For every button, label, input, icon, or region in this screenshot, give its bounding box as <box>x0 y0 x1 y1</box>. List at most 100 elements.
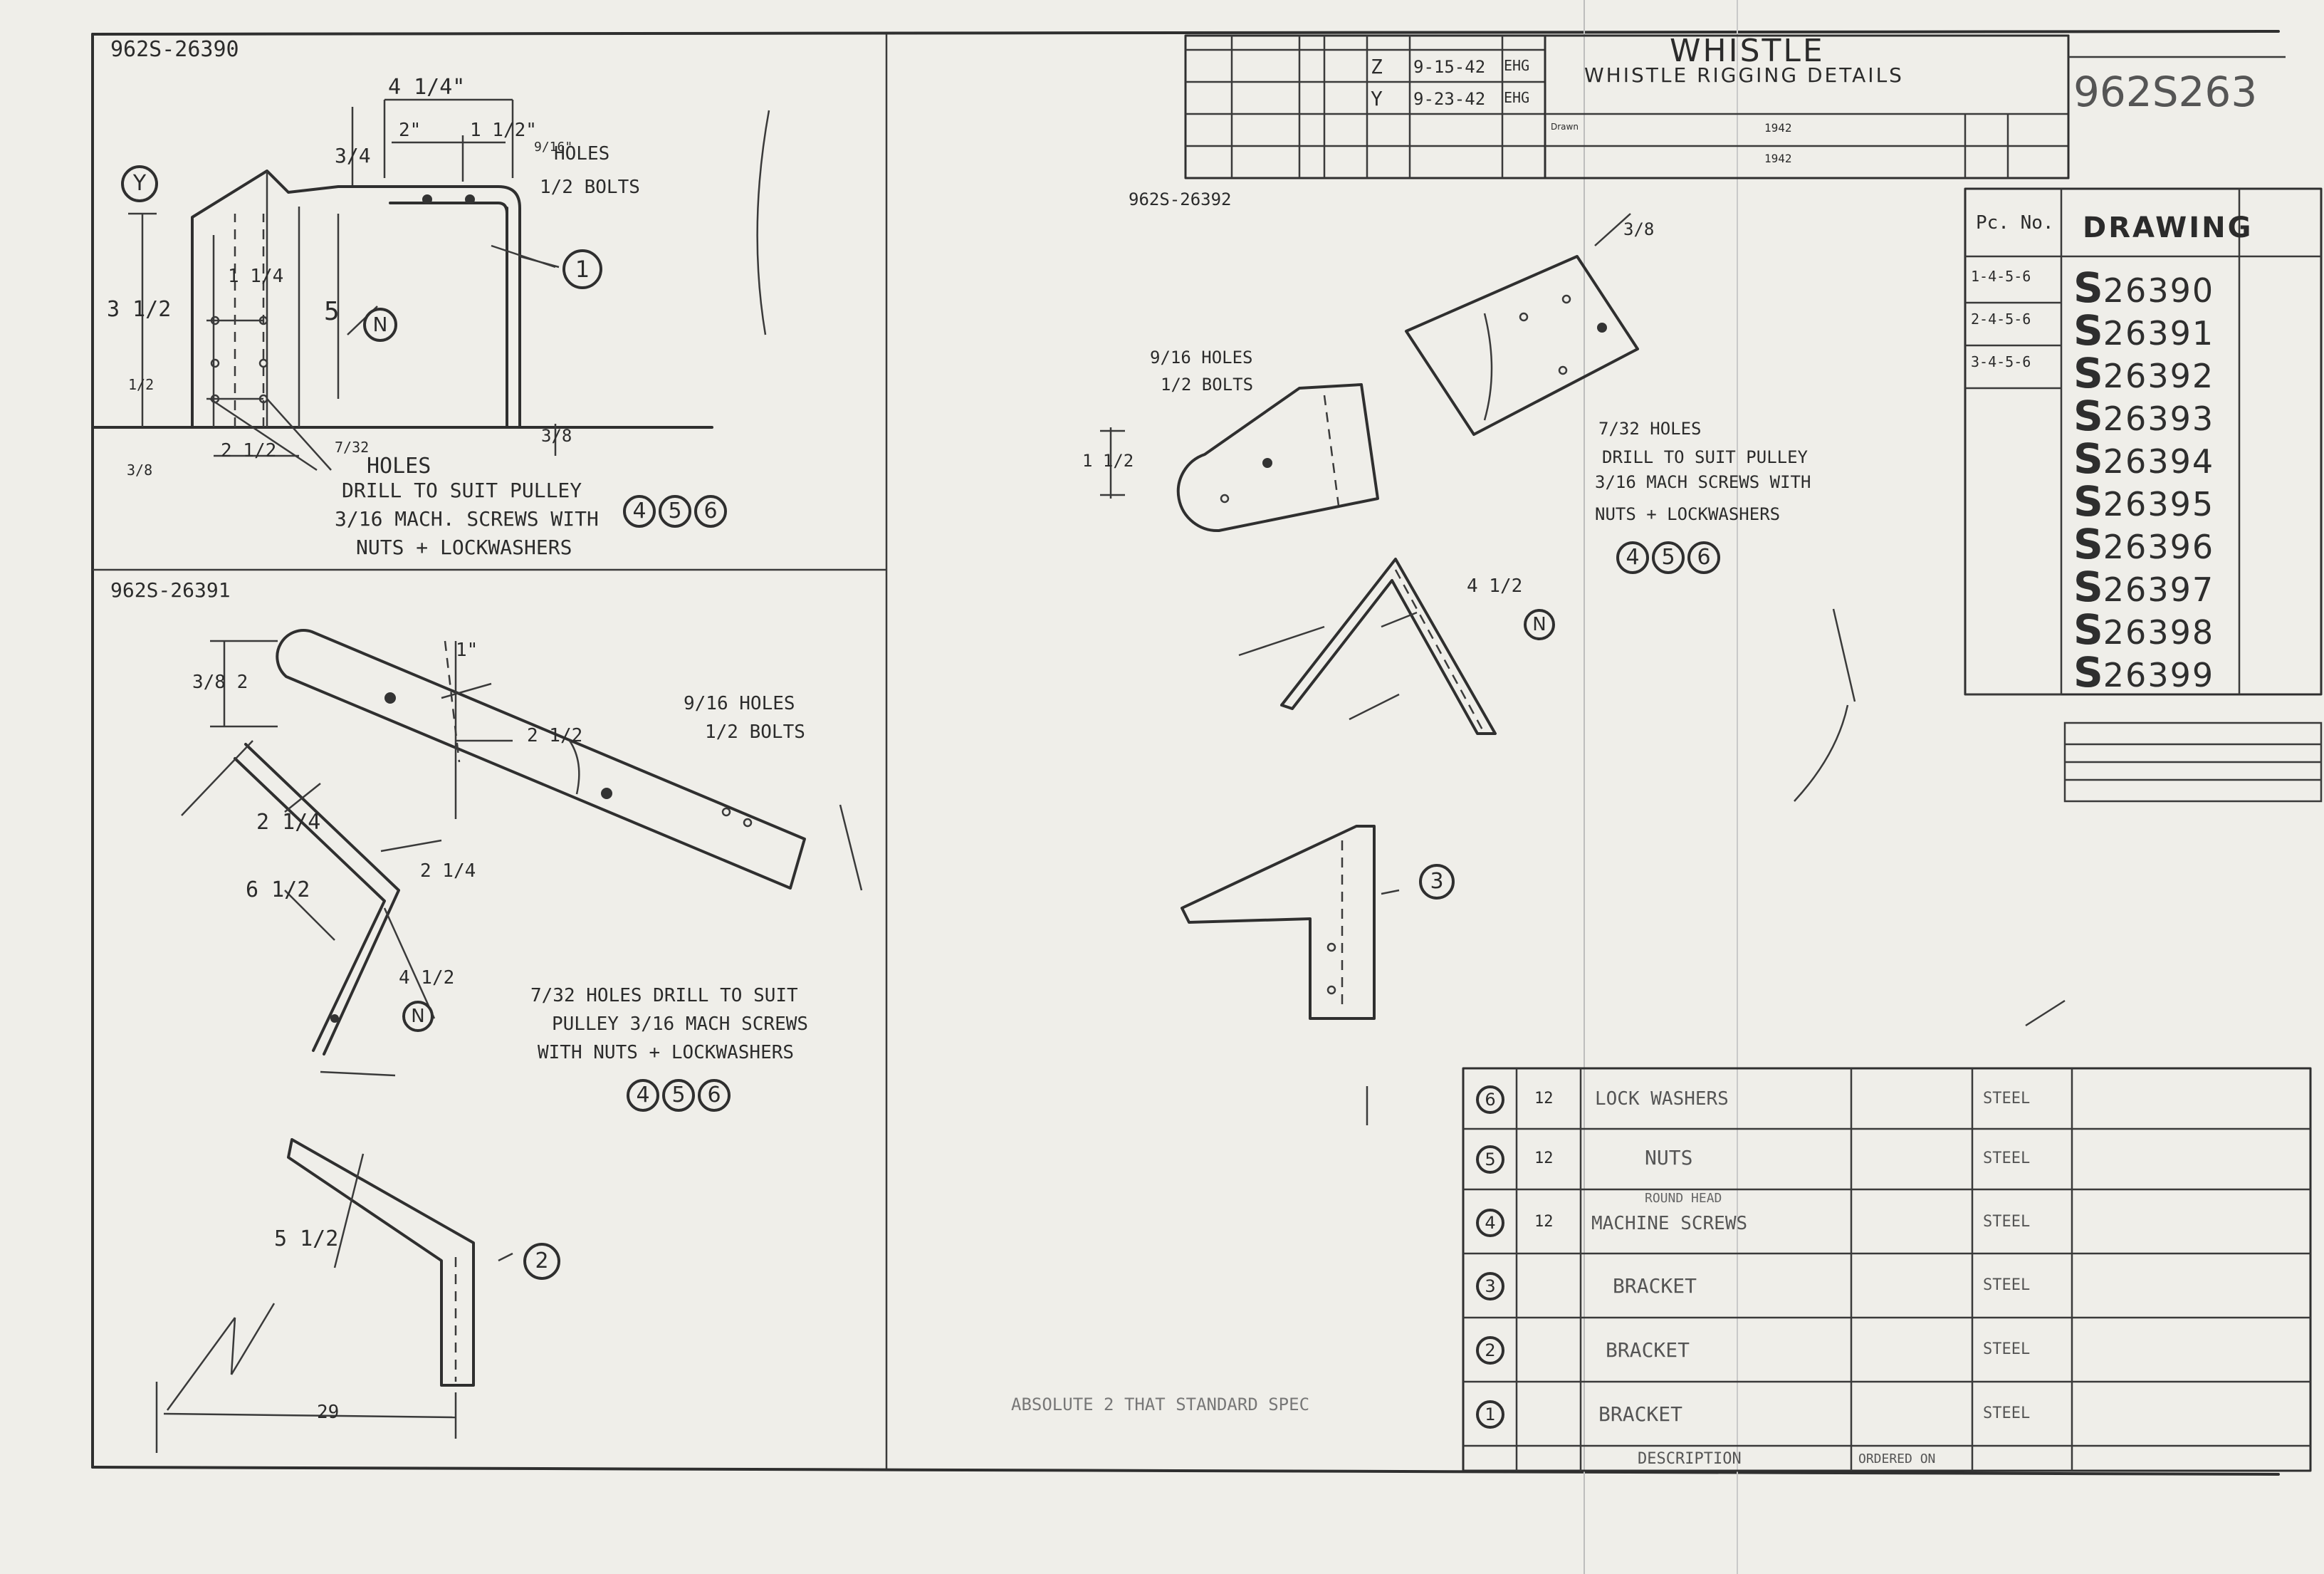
view2-dim-bend: 2 1/4 <box>420 860 476 882</box>
view1-drill-nuts: NUTS + LOCKWASHERS <box>356 536 572 559</box>
index-row-3: S26392 <box>2073 349 2215 397</box>
sheet-border <box>91 0 2280 1574</box>
bom-row-6-qty: 12 <box>1534 1090 1554 1107</box>
rev-y-letter: Y <box>1371 87 1383 110</box>
view3-drill-note-3: 3/16 MACH SCREWS WITH <box>1595 472 1811 492</box>
view2-dim-width: 3/8 2 <box>192 672 248 693</box>
view2-bolts-note: 1/2 BOLTS <box>705 721 805 743</box>
view1-drill-holes: HOLES <box>367 454 431 479</box>
bom-row-5-no: 5 <box>1476 1145 1504 1174</box>
bom-row-3-no: 3 <box>1476 1272 1504 1301</box>
bom-footer-description: DESCRIPTION <box>1638 1450 1742 1468</box>
pc-no-label: Pc. No. <box>1976 212 2054 234</box>
view2-number: 962S-26391 <box>110 578 231 602</box>
view3-dim-length: 4 1/2 <box>1467 575 1523 597</box>
index-row-6: S26395 <box>2073 477 2215 526</box>
view1-rev-y-marker: Y <box>121 165 158 202</box>
view2-holes-note: 9/16 HOLES <box>684 693 795 714</box>
index-row-7: S26396 <box>2073 520 2215 568</box>
view1-dim-spacing: 2" <box>399 120 422 141</box>
view1-piece-4: 4 <box>623 495 656 528</box>
bom-row-4-desc: MACHINE SCREWS <box>1591 1213 1748 1234</box>
bom-row-2-desc: BRACKET <box>1606 1338 1690 1362</box>
bom-row-6-material: STEEL <box>1983 1090 2031 1107</box>
view1-drill-pulley: DRILL TO SUIT PULLEY <box>342 479 582 502</box>
view1-number: 962S-26390 <box>110 37 239 62</box>
view1-dim-width: 4 1/4" <box>388 75 466 100</box>
index-pc-2: 2-4-5-6 <box>1971 311 2031 328</box>
view2-geometry <box>155 629 863 1453</box>
rev-y-initials: EHG <box>1504 89 1530 106</box>
bom-row-2-no: 2 <box>1476 1336 1504 1365</box>
bom-row-5-desc: NUTS <box>1645 1146 1693 1169</box>
view1-dim-hole-pitch: 1 1/4 <box>228 266 284 287</box>
drawing-subtitle: WHISTLE RIGGING DETAILS <box>1584 63 1904 87</box>
view2-dim-hole: 1" <box>456 640 478 661</box>
stray-marks <box>756 110 2066 1027</box>
drawn-year: 1942 <box>1764 121 1792 135</box>
view2-drill-note-1: 7/32 HOLES DRILL TO SUIT <box>530 985 798 1006</box>
view1-piece-5: 5 <box>659 495 691 528</box>
view3-dim-thickness: 3/8 <box>1623 219 1655 239</box>
bom-row-4-no: 4 <box>1476 1209 1504 1237</box>
view2-dim-leg: 2 1/4 <box>256 810 321 835</box>
view3-piece-5: 5 <box>1652 541 1685 574</box>
view2-piece-5: 5 <box>662 1079 695 1112</box>
view1-holes-note: HOLES <box>554 143 610 165</box>
index-pc-1: 1-4-5-6 <box>1971 268 2031 285</box>
bom-row-3-desc: BRACKET <box>1613 1274 1697 1298</box>
index-row-2: S26391 <box>2073 306 2215 355</box>
rev-z-initials: EHG <box>1504 57 1530 74</box>
view1-rev-n-marker: N <box>363 308 397 342</box>
bom-row-1-material: STEEL <box>1983 1404 2031 1422</box>
view1-dim-edge: 1 1/2" <box>470 120 537 141</box>
bom-footer-ordered: ORDERED ON <box>1858 1451 1936 1466</box>
view1-dim-small: 1/2 <box>128 376 155 393</box>
bom-row-4-note: ROUND HEAD <box>1645 1191 1722 1206</box>
view2-piece-6: 6 <box>698 1079 731 1112</box>
bottom-note: ABSOLUTE 2 THAT STANDARD SPEC <box>1011 1395 1310 1414</box>
drawn-label: Drawn <box>1551 122 1579 132</box>
view1-bolts-note: 1/2 BOLTS <box>540 177 640 198</box>
view1-drill-frac: 7/32 <box>335 439 370 456</box>
view2-piece-2-marker: 2 <box>523 1243 560 1280</box>
bom-row-3-material: STEEL <box>1983 1276 2031 1294</box>
view3-piece-6: 6 <box>1687 541 1720 574</box>
view3-dim-width: 1 1/2 <box>1082 451 1134 471</box>
view3-piece-4: 4 <box>1616 541 1649 574</box>
view1-holes-fraction: 9/16" <box>534 140 573 155</box>
view2-dim-overall: 29 <box>317 1402 340 1423</box>
view3-drill-note-2: DRILL TO SUIT PULLEY <box>1602 447 1808 467</box>
view2-rev-n-marker: N <box>402 1001 434 1032</box>
view1-piece-1-marker: 1 <box>562 249 602 289</box>
view3-rev-n-marker: N <box>1524 609 1555 640</box>
index-row-9: S26398 <box>2073 605 2215 654</box>
view1-dim-left: 3/8 <box>127 462 153 479</box>
index-row-4: S26393 <box>2073 392 2215 440</box>
rev-y-date: 9-23-42 <box>1413 89 1486 109</box>
view1-piece-6: 6 <box>694 495 727 528</box>
view1-dim-thickness: 3/8 <box>541 426 572 446</box>
bom-row-4-material: STEEL <box>1983 1213 2031 1231</box>
view3-bolts-note: 1/2 BOLTS <box>1161 375 1254 395</box>
drawing-index-grid <box>1964 187 2323 803</box>
view1-dim-depth: 5 <box>324 297 340 326</box>
view3-drill-note-4: NUTS + LOCKWASHERS <box>1595 504 1781 524</box>
view3-number: 962S-26392 <box>1129 189 1232 209</box>
bom-row-6-no: 6 <box>1476 1085 1504 1114</box>
view1-dim-base: 2 1/2 <box>221 440 277 462</box>
bom-row-1-desc: BRACKET <box>1598 1402 1683 1426</box>
view3-drill-note-1: 7/32 HOLES <box>1598 419 1702 439</box>
view3-holes-note: 9/16 HOLES <box>1150 348 1253 368</box>
bom-grid <box>1462 1067 2312 1472</box>
checked-year: 1942 <box>1764 152 1792 165</box>
bom-row-2-material: STEEL <box>1983 1340 2031 1358</box>
bom-row-4-qty: 12 <box>1534 1213 1554 1231</box>
view1-dim-flange: 3/4 <box>335 144 371 167</box>
index-row-5: S26394 <box>2073 434 2215 483</box>
bom-row-5-material: STEEL <box>1983 1150 2031 1167</box>
bom-row-5-qty: 12 <box>1534 1150 1554 1167</box>
view3-piece-3-marker: 3 <box>1419 864 1455 900</box>
index-row-10: S26399 <box>2073 648 2215 697</box>
